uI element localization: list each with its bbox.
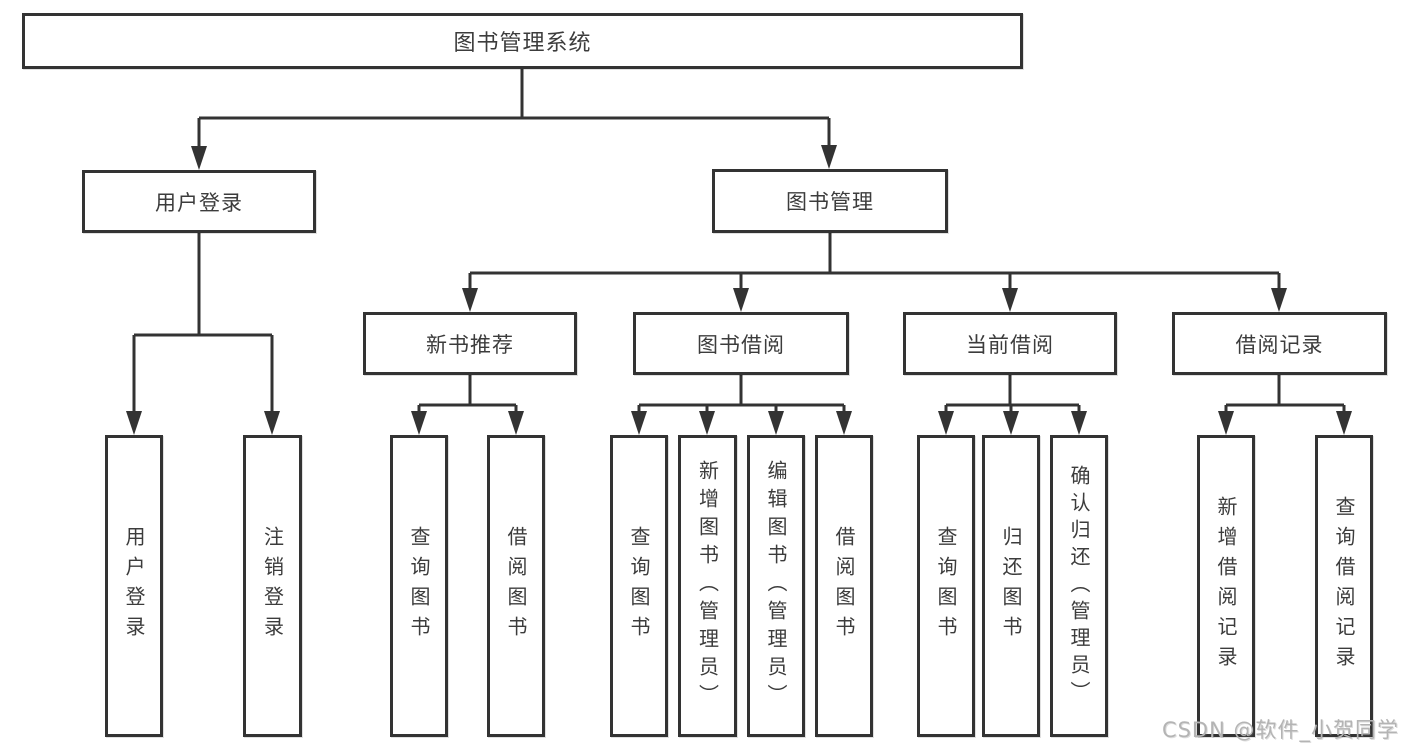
node-book-borrowing-label: 图书借阅 bbox=[697, 332, 785, 357]
leaf-edit-book-admin-label: 编辑图书（管理员） bbox=[764, 460, 788, 712]
node-root-system: 图书管理系统 bbox=[22, 13, 1023, 69]
node-user-login: 用户登录 bbox=[82, 170, 316, 233]
csdn-watermark: CSDN @软件_小贺同学 bbox=[1161, 718, 1399, 742]
leaf-current-query-label: 查询图书 bbox=[934, 526, 958, 646]
leaf-add-book-admin-label: 新增图书（管理员） bbox=[695, 460, 720, 712]
leaf-add-book-admin: 新增图书（管理员） bbox=[678, 435, 737, 737]
leaf-newbook-borrow: 借阅图书 bbox=[487, 435, 545, 737]
node-current-borrowing: 当前借阅 bbox=[903, 312, 1117, 375]
node-book-management-label: 图书管理 bbox=[786, 190, 874, 214]
leaf-edit-book-admin: 编辑图书（管理员） bbox=[747, 435, 805, 737]
leaf-newbook-borrow-label: 借阅图书 bbox=[504, 526, 528, 646]
leaf-newbook-query-label: 查询图书 bbox=[407, 526, 431, 646]
node-current-borrowing-label: 当前借阅 bbox=[966, 332, 1054, 357]
node-new-book-recommend: 新书推荐 bbox=[363, 312, 577, 375]
leaf-query-borrow-record-label: 查询借阅记录 bbox=[1332, 496, 1356, 676]
leaf-confirm-return-admin: 确认归还（管理员） bbox=[1050, 435, 1108, 737]
leaf-add-borrow-record: 新增借阅记录 bbox=[1197, 435, 1255, 737]
node-book-management: 图书管理 bbox=[712, 169, 948, 233]
node-root-label: 图书管理系统 bbox=[453, 31, 592, 56]
node-borrowing-records-label: 借阅记录 bbox=[1235, 332, 1324, 357]
leaf-return-book: 归还图书 bbox=[982, 435, 1040, 737]
leaf-logout-label: 注销登录 bbox=[260, 526, 285, 646]
node-new-book-recommend-label: 新书推荐 bbox=[426, 332, 514, 357]
leaf-query-borrow-record: 查询借阅记录 bbox=[1315, 435, 1373, 737]
leaf-confirm-return-admin-label: 确认归还（管理员） bbox=[1067, 464, 1091, 708]
leaf-current-query: 查询图书 bbox=[917, 435, 975, 737]
leaf-borrow-book-label: 借阅图书 bbox=[832, 526, 856, 646]
leaf-return-book-label: 归还图书 bbox=[999, 526, 1023, 646]
leaf-borrow-book: 借阅图书 bbox=[815, 435, 873, 737]
node-book-borrowing: 图书借阅 bbox=[633, 312, 849, 375]
leaf-newbook-query: 查询图书 bbox=[390, 435, 448, 737]
leaf-borrow-query-label: 查询图书 bbox=[627, 526, 651, 646]
leaf-logout: 注销登录 bbox=[243, 435, 302, 737]
node-borrowing-records: 借阅记录 bbox=[1172, 312, 1387, 375]
leaf-borrow-query: 查询图书 bbox=[610, 435, 668, 737]
leaf-add-borrow-record-label: 新增借阅记录 bbox=[1214, 496, 1238, 676]
leaf-user-login: 用户登录 bbox=[105, 435, 163, 737]
node-user-login-label: 用户登录 bbox=[155, 190, 243, 215]
leaf-user-login-label: 用户登录 bbox=[122, 526, 146, 646]
arrowheads bbox=[126, 145, 1352, 435]
